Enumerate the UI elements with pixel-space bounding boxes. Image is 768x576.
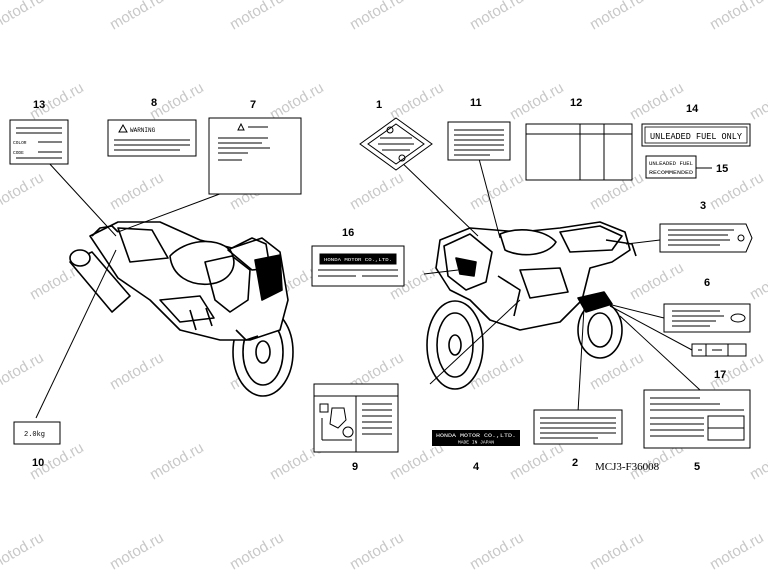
watermark-text: motod.ru	[347, 529, 407, 573]
watermark-text: motod.ru	[747, 259, 768, 303]
label-5	[643, 389, 751, 449]
watermark-text: motod.ru	[747, 79, 768, 123]
watermark-text: motod.ru	[107, 169, 167, 213]
label-10-text: 2.0kg	[24, 431, 45, 439]
watermark-text: motod.ru	[707, 169, 767, 213]
label-12-table	[525, 123, 633, 181]
watermark-text: motod.ru	[587, 529, 647, 573]
label-14-text: UNLEADED FUEL ONLY	[650, 132, 743, 142]
label-7-warning-panel	[208, 117, 302, 195]
callout-2: 2	[572, 457, 578, 469]
label-10	[13, 421, 61, 445]
watermark-text: motod.ru	[507, 79, 567, 123]
watermark-text: motod.ru	[227, 529, 287, 573]
watermark-text: motod.ru	[467, 529, 527, 573]
label-11	[447, 121, 511, 161]
watermark-text: motod.ru	[347, 169, 407, 213]
watermark-text: motod.ru	[0, 169, 47, 213]
watermark-text: motod.ru	[107, 0, 167, 33]
callout-11: 11	[470, 97, 482, 109]
watermark-text: motod.ru	[467, 169, 527, 213]
label-4-line2: MADE IN JAPAN	[458, 440, 494, 446]
label-6	[663, 303, 751, 333]
callout-5: 5	[694, 461, 700, 473]
label-8-warning	[107, 119, 197, 157]
callout-13: 13	[33, 99, 45, 111]
motorcycle-left	[69, 221, 294, 397]
callout-8: 8	[151, 97, 157, 109]
watermark-text: motod.ru	[0, 529, 47, 573]
label-15-line1: UNLEADED FUEL	[649, 160, 693, 167]
watermark-text: motod.ru	[0, 349, 47, 393]
watermark-text: motod.ru	[107, 349, 167, 393]
label-4-line1: HONDA MOTOR CO.,LTD.	[436, 433, 516, 439]
watermark-text: motod.ru	[627, 259, 687, 303]
watermark-text: motod.ru	[707, 529, 767, 573]
label-16-text: HONDA MOTOR CO.,LTD.	[324, 257, 392, 263]
callout-9: 9	[352, 461, 358, 473]
label-9	[313, 383, 399, 453]
label-14-unleaded-fuel-only	[641, 123, 751, 147]
label-16-honda-plate	[311, 245, 405, 287]
label-8-warning-text: WARNING	[130, 127, 156, 134]
label-2	[533, 409, 623, 445]
callout-17: 17	[714, 369, 726, 381]
callout-6: 6	[704, 277, 710, 289]
label-17	[691, 343, 747, 357]
callout-4: 4	[473, 461, 480, 473]
diagram-code: MCJ3-F36008	[595, 461, 660, 473]
watermark-text: motod.ru	[147, 439, 207, 483]
watermark-text: motod.ru	[227, 0, 287, 33]
watermark-text: motod.ru	[467, 0, 527, 33]
callout-15: 15	[716, 163, 728, 175]
label-15-unleaded-fuel-recommended	[645, 155, 712, 179]
watermark-text: motod.ru	[587, 0, 647, 33]
leader-lines	[35, 154, 701, 419]
label-13-color-code	[9, 119, 69, 165]
callout-3: 3	[700, 200, 706, 212]
callout-10: 10	[32, 457, 44, 469]
callout-14: 14	[686, 103, 699, 115]
watermark-text: motod.ru	[347, 0, 407, 33]
watermark-text: motod.ru	[387, 79, 447, 123]
label-3	[659, 223, 753, 253]
label-13-code-text: CODE	[13, 150, 24, 156]
callout-7: 7	[250, 99, 256, 111]
watermark-text: motod.ru	[267, 79, 327, 123]
label-1-diamond	[359, 117, 433, 171]
watermark-text: motod.ru	[707, 0, 767, 33]
callout-16: 16	[342, 227, 354, 239]
callout-12: 12	[570, 97, 582, 109]
callout-numbers: 13 8 7 1 11 12 14 15 3 16 6 17 10 9 4 2 …	[32, 97, 728, 473]
callout-1: 1	[376, 99, 382, 111]
label-15-line2: RECOMMENDED	[649, 169, 694, 176]
watermark-text: motod.ru	[0, 0, 47, 33]
watermark-text: motod.ru	[107, 529, 167, 573]
label-13-color-text: COLOR	[13, 140, 27, 146]
watermark-text: motod.ru	[627, 79, 687, 123]
motorcycle-right	[426, 221, 637, 390]
label-4-honda-plate	[432, 430, 520, 446]
